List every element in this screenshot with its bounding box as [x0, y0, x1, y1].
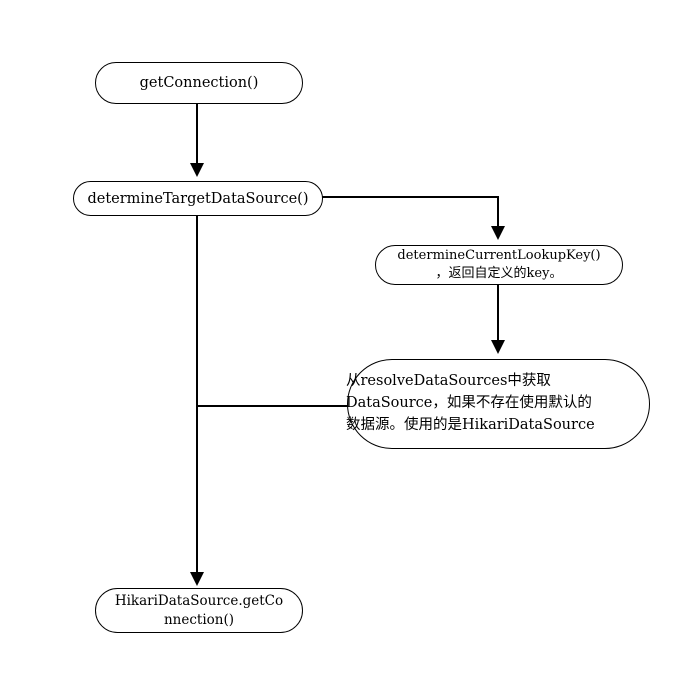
node-get-connection[interactable]: getConnection() [95, 62, 303, 104]
node-hikari-data-source-get-connection[interactable]: HikariDataSource.getCo nnection() [95, 588, 303, 633]
node-resolve-data-sources[interactable]: 从resolveDataSources中获取 DataSource，如果不存在使… [346, 359, 650, 449]
arrowhead-down-icon [190, 163, 204, 177]
node-get-connection-label: getConnection() [139, 75, 259, 91]
node-determine-current-lookup-key-label: determineCurrentLookupKey() ，返回自定义的key。 [397, 248, 601, 281]
edge-resolve-datasources-return-to-trunk [197, 405, 349, 408]
edge-determine-target-to-lookup-key-horizontal [322, 196, 499, 199]
arrowhead-down-icon [491, 226, 505, 240]
edge-lookup-key-to-resolve-datasources [497, 285, 500, 342]
arrowhead-down-icon [491, 340, 505, 354]
edge-determine-target-to-hikari-get-connection [196, 215, 199, 574]
edge-get-connection-to-determine-target [196, 103, 199, 165]
node-hikari-data-source-get-connection-label: HikariDataSource.getCo nnection() [114, 592, 284, 628]
node-determine-target-data-source[interactable]: determineTargetDataSource() [73, 181, 323, 216]
arrowhead-down-icon [190, 572, 204, 586]
edge-determine-target-to-lookup-key-vertical [497, 196, 500, 228]
node-resolve-data-sources-label: 从resolveDataSources中获取 DataSource，如果不存在使… [346, 373, 595, 433]
node-determine-target-data-source-label: determineTargetDataSource() [87, 190, 309, 207]
node-determine-current-lookup-key[interactable]: determineCurrentLookupKey() ，返回自定义的key。 [375, 245, 623, 285]
